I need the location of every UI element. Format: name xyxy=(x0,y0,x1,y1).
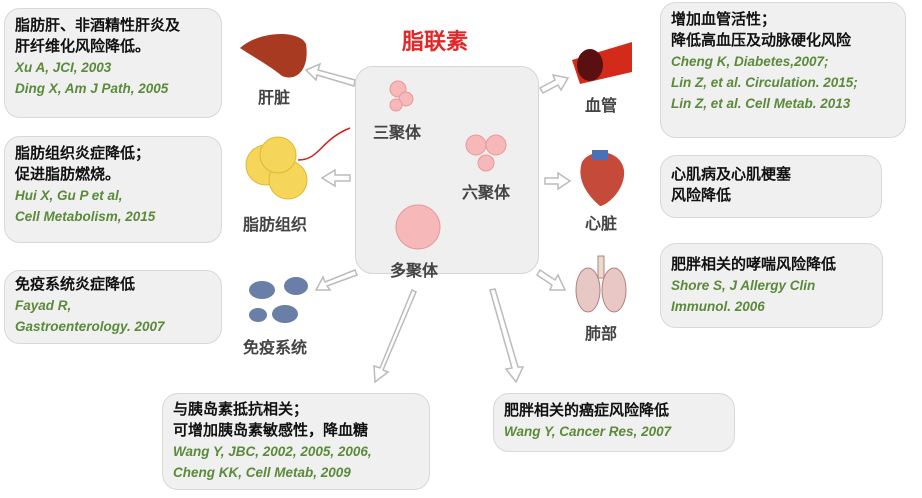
liver-label: 肝脏 xyxy=(258,88,291,107)
trimer-label: 三聚体 xyxy=(373,123,422,142)
blood-vessel-icon xyxy=(572,42,632,84)
heart-label: 心脏 xyxy=(585,214,618,233)
adiponectin-forms-panel: 三聚体 六聚体 多聚体 xyxy=(355,66,539,280)
reference: Cheng KK, Cell Metab, 2009 xyxy=(173,465,351,480)
red-arrow xyxy=(297,127,351,161)
cancer-effect-box: 肥胖相关的癌症风险降低 Wang Y, Cancer Res, 2007 xyxy=(493,393,735,452)
vessel-effect-box: 增加血管活性； 降低高血压及动脉硬化风险 Cheng K, Diabetes,2… xyxy=(660,2,906,138)
adipose-label: 脂肪组织 xyxy=(243,215,308,234)
reference: Shore S, J Allergy Clin xyxy=(671,278,816,293)
reference: Fayad R, xyxy=(15,298,72,313)
heart-effect-box: 心肌病及心肌梗塞 风险降低 xyxy=(660,155,882,218)
arrow-to-adipose xyxy=(320,168,351,188)
arrow-to-heart xyxy=(544,171,572,191)
arrow-to-immune xyxy=(314,269,358,291)
effect-text: 风险降低 xyxy=(671,186,732,204)
lung-label: 肺部 xyxy=(585,324,618,343)
arrow-to-cancer xyxy=(489,288,525,384)
arrow-to-vessel xyxy=(538,73,570,94)
effect-text: 肝纤维化风险降低。 xyxy=(15,37,151,55)
effect-text: 肥胖相关的哮喘风险降低 xyxy=(671,255,837,273)
reference: Immunol. 2006 xyxy=(671,299,765,314)
effect-text: 与胰岛素抵抗相关； xyxy=(173,400,309,418)
immune-cells-icon xyxy=(249,277,308,323)
effect-text: 脂肪肝、非酒精性肝炎及 xyxy=(15,16,181,34)
insulin-effect-box: 与胰岛素抵抗相关； 可增加胰岛素敏感性，降血糖 Wang Y, JBC, 200… xyxy=(162,393,430,490)
reference: Lin Z, et al. Cell Metab. 2013 xyxy=(671,96,851,111)
reference: Cell Metabolism, 2015 xyxy=(15,209,156,224)
effect-text: 脂肪组织炎症降低； xyxy=(15,144,151,162)
adipose-icon xyxy=(245,136,308,200)
effect-text: 免疫系统炎症降低 xyxy=(15,275,136,293)
lung-effect-box: 肥胖相关的哮喘风险降低 Shore S, J Allergy Clin Immu… xyxy=(660,243,883,328)
reference: Cheng K, Diabetes,2007; xyxy=(671,54,829,69)
reference: Lin Z, et al. Circulation. 2015; xyxy=(671,75,858,90)
immune-label: 免疫系统 xyxy=(243,338,308,357)
immune-effect-box: 免疫系统炎症降低 Fayad R, Gastroenterology. 2007 xyxy=(4,270,222,344)
reference: Wang Y, Cancer Res, 2007 xyxy=(504,424,672,439)
protein-structures-icon xyxy=(389,80,507,250)
lungs-icon xyxy=(575,255,627,313)
reference: Hui X, Gu P et al, xyxy=(15,188,123,203)
liver-effect-box: 脂肪肝、非酒精性肝炎及 肝纤维化风险降低。 Xu A, JCI, 2003 Di… xyxy=(4,8,222,118)
reference: Ding X, Am J Path, 2005 xyxy=(15,81,169,96)
reference: Wang Y, JBC, 2002, 2005, 2006, xyxy=(173,444,372,459)
arrow-to-lung xyxy=(535,268,567,291)
arrow-to-insulin xyxy=(373,288,417,384)
hexamer-label: 六聚体 xyxy=(462,183,511,202)
reference: Gastroenterology. 2007 xyxy=(15,319,165,334)
effect-text: 促进脂肪燃烧。 xyxy=(15,165,121,183)
arrow-to-liver xyxy=(304,62,356,87)
multimer-label: 多聚体 xyxy=(390,261,439,280)
vessel-label: 血管 xyxy=(585,96,618,115)
reference: Xu A, JCI, 2003 xyxy=(15,60,112,75)
effect-text: 降低高血压及动脉硬化风险 xyxy=(671,31,852,49)
effect-text: 肥胖相关的癌症风险降低 xyxy=(504,401,670,419)
effect-text: 增加血管活性； xyxy=(671,10,777,28)
heart-icon xyxy=(580,150,625,206)
adipose-effect-box: 脂肪组织炎症降低； 促进脂肪燃烧。 Hui X, Gu P et al, Cel… xyxy=(4,136,222,243)
diagram-title: 脂联素 xyxy=(402,30,469,55)
effect-text: 可增加胰岛素敏感性，降血糖 xyxy=(173,421,369,439)
effect-text: 心肌病及心肌梗塞 xyxy=(671,165,792,183)
liver-icon xyxy=(240,33,307,78)
